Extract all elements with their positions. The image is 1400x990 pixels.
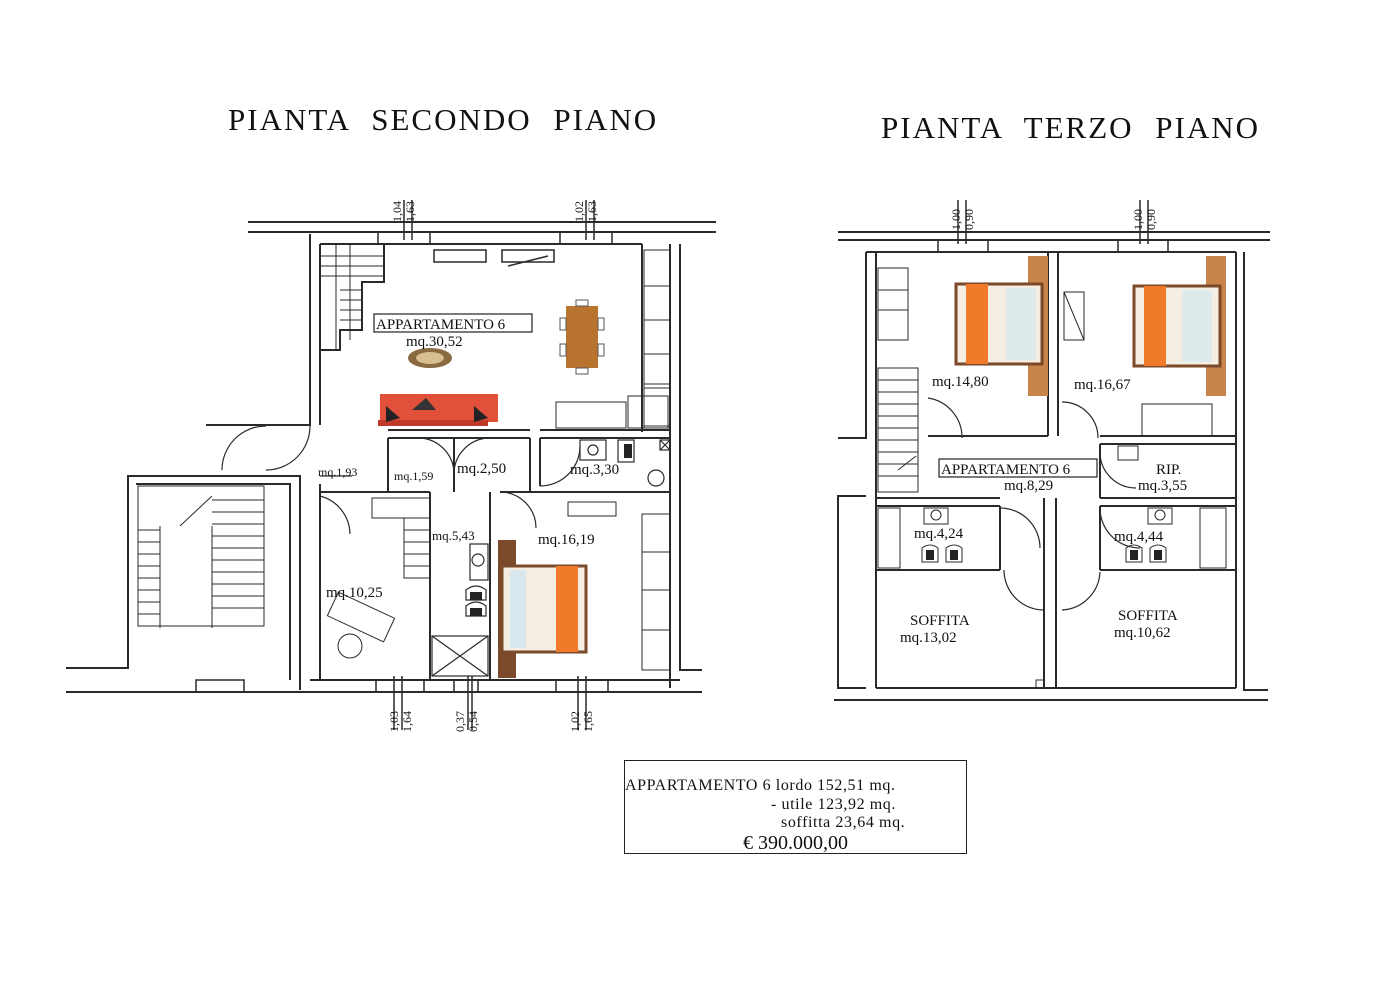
- hall-area-3: mq.8,29: [1004, 478, 1053, 494]
- bath-right-area: mq.4,44: [1114, 529, 1164, 545]
- bath-left-area: mq.4,24: [914, 526, 964, 542]
- hall-2-area: mq.1,59: [394, 469, 433, 483]
- dim-2-bottom-right-a: 1,02: [568, 711, 582, 732]
- attic-right-label: SOFFITA: [1118, 608, 1178, 624]
- attic-left-label: SOFFITA: [910, 613, 970, 629]
- dimension-labels: 1,04 1,63 1,02 1,63 1,03 1,64 0,37 0,54 …: [387, 201, 1158, 732]
- dim-3-top-left-a: 1,00: [949, 209, 963, 230]
- furniture-colored: [378, 256, 1226, 678]
- dim-2-bottom-left-b: 1,64: [400, 711, 414, 732]
- dim-2-bottom-left-a: 1,03: [387, 711, 401, 732]
- living-area: mq.30,52: [406, 334, 463, 350]
- apartment-label-2: APPARTAMENTO 6: [376, 317, 506, 333]
- dim-2-top-left-b: 1,63: [403, 201, 417, 222]
- hall-1-area: mq.1,93: [318, 465, 357, 479]
- second-floor-title: PIANTA SECONDO PIANO: [228, 102, 659, 137]
- bedroom-right-area: mq.16,67: [1074, 377, 1131, 393]
- room-labels: APPARTAMENTO 6 mq.30,52 mq.1,93 mq.1,59 …: [318, 313, 1187, 646]
- study-area: mq.10,25: [326, 585, 383, 601]
- second-floor-plan: [66, 200, 716, 730]
- kitchen-bath-area: mq.3,30: [570, 462, 619, 478]
- summary-box: APPARTAMENTO 6 lordo 152,51 mq. - utile …: [624, 760, 967, 854]
- summary-line-2: - utile 123,92 mq.: [771, 796, 897, 813]
- summary-price: € 390.000,00: [743, 832, 848, 854]
- third-floor-plan: [834, 200, 1270, 701]
- bathroom-area: mq.5,43: [432, 528, 475, 543]
- storage-label: RIP.: [1156, 462, 1181, 478]
- dim-3-top-right-b: 0,90: [1144, 209, 1158, 230]
- apartment-label-3: APPARTAMENTO 6: [941, 462, 1071, 478]
- summary-line-3: soffitta 23,64 mq.: [781, 814, 906, 831]
- summary-line-1: APPARTAMENTO 6 lordo 152,51 mq.: [625, 777, 896, 794]
- dim-2-top-left-a: 1,04: [390, 201, 404, 222]
- dim-3-top-left-b: 0,90: [962, 209, 976, 230]
- dim-2-bottom-right-b: 1,65: [581, 711, 595, 732]
- dim-2-top-right-a: 1,02: [572, 201, 586, 222]
- dim-2-bottom-mid-b: 0,54: [466, 711, 480, 732]
- corridor-area: mq.2,50: [457, 461, 506, 477]
- dim-2-top-right-b: 1,63: [585, 201, 599, 222]
- dim-3-top-right-a: 1,00: [1131, 209, 1145, 230]
- storage-area: mq.3,55: [1138, 478, 1187, 494]
- bedroom-left-area: mq.14,80: [932, 374, 989, 390]
- attic-right-area: mq.10,62: [1114, 625, 1171, 641]
- attic-left-area: mq.13,02: [900, 630, 957, 646]
- third-floor-title: PIANTA TERZO PIANO: [881, 110, 1261, 145]
- dim-2-bottom-mid-a: 0,37: [453, 711, 467, 732]
- bedroom-area: mq.16,19: [538, 532, 595, 548]
